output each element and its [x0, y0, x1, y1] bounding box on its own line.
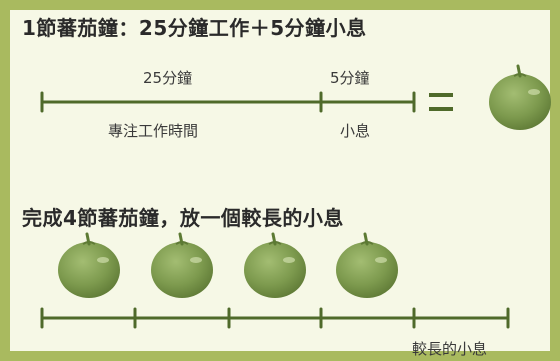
break-duration-label: 5分鐘 — [330, 69, 370, 87]
work-break-timeline — [40, 91, 416, 113]
long-break-label: 較長的小息 — [412, 340, 488, 358]
long-break-heading: 完成4節蕃茄鐘，放一個較長的小息 — [22, 206, 344, 230]
pomodoro-heading: 1節蕃茄鐘：25分鐘工作＋5分鐘小息 — [22, 16, 367, 40]
tomato-icon — [244, 232, 306, 298]
focus-work-time-label: 專注工作時間 — [108, 122, 199, 140]
tomato-icon — [151, 232, 213, 298]
tomato-icon — [489, 64, 551, 130]
equals-sign — [429, 93, 453, 111]
tomato-icon — [336, 232, 398, 298]
long-break-timeline — [40, 307, 510, 329]
short-break-label: 小息 — [340, 122, 371, 140]
tomato-icon — [58, 232, 120, 298]
work-duration-label: 25分鐘 — [143, 69, 193, 87]
